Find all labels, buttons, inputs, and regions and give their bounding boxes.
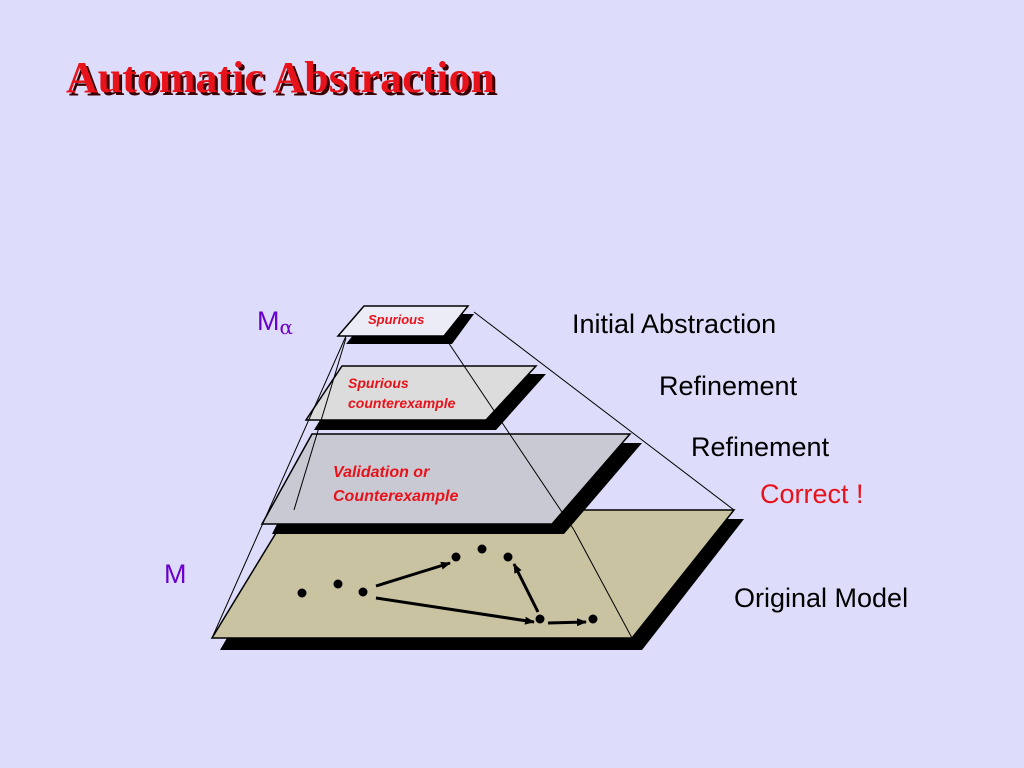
state-dot [503, 552, 513, 562]
layer-spurious-counterexample-text: Spurious counterexample [348, 375, 456, 411]
slide-title: Automatic Abstraction [66, 53, 495, 102]
label-m-alpha-base: M [257, 306, 280, 336]
label-refinement-2: Refinement [691, 432, 830, 462]
state-dot [535, 614, 545, 624]
layer-validation: Validation or Counterexample [260, 433, 642, 534]
projection-line-left [211, 335, 347, 639]
label-correct: Correct ! [760, 479, 864, 509]
state-dot [451, 552, 461, 562]
layer-spurious-line-1: Spurious [368, 312, 424, 327]
projection-line-right [473, 311, 735, 511]
projection-lines [211, 311, 735, 639]
label-original-model: Original Model [734, 583, 908, 613]
layer-spurious-text: Spurious [368, 312, 424, 327]
layer-validation-text: Validation or Counterexample [333, 464, 458, 505]
transition-arrow [547, 618, 587, 627]
layer-validation-line-1: Validation or [333, 464, 430, 481]
layer-spurious-counterexample: Spurious counterexample [304, 365, 546, 430]
state-dot [358, 587, 368, 597]
layer-spurious-counterexample-line-1: Spurious [348, 375, 409, 391]
transition-arrow [375, 596, 535, 625]
layer-validation-plane [260, 433, 632, 525]
state-dot [297, 588, 307, 598]
layer-spurious-counterexample-line-2: counterexample [348, 395, 456, 411]
transition-arrow [375, 561, 451, 588]
projection-line-inner-right [443, 335, 575, 531]
label-m-alpha-subscript: α [280, 315, 294, 339]
state-dot [588, 614, 598, 624]
transition-arrow [512, 563, 540, 613]
layer-validation-line-2: Counterexample [333, 488, 458, 505]
label-m-alpha: Mα [257, 306, 293, 339]
state-dot [333, 579, 343, 589]
state-dot [477, 544, 487, 554]
projection-line-inner-base [573, 529, 633, 639]
label-initial-abstraction: Initial Abstraction [572, 309, 776, 339]
label-refinement-1: Refinement [659, 371, 798, 401]
model-graph [297, 544, 598, 627]
layer-original-model [210, 509, 744, 650]
layer-spurious-counterexample-plane [304, 365, 538, 421]
label-m: M [164, 559, 187, 589]
layer-spurious: Spurious [336, 305, 474, 344]
projection-line-inner-left [293, 337, 347, 511]
